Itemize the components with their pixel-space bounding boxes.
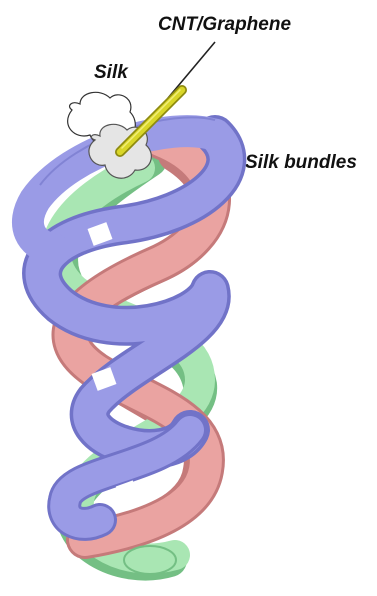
label-cnt-graphene: CNT/Graphene: [158, 14, 291, 35]
label-silk-bundles: Silk bundles: [245, 152, 357, 173]
green-strand-end: [124, 546, 176, 574]
label-silk: Silk: [94, 62, 129, 83]
cnt-pointer-line: [168, 42, 215, 98]
